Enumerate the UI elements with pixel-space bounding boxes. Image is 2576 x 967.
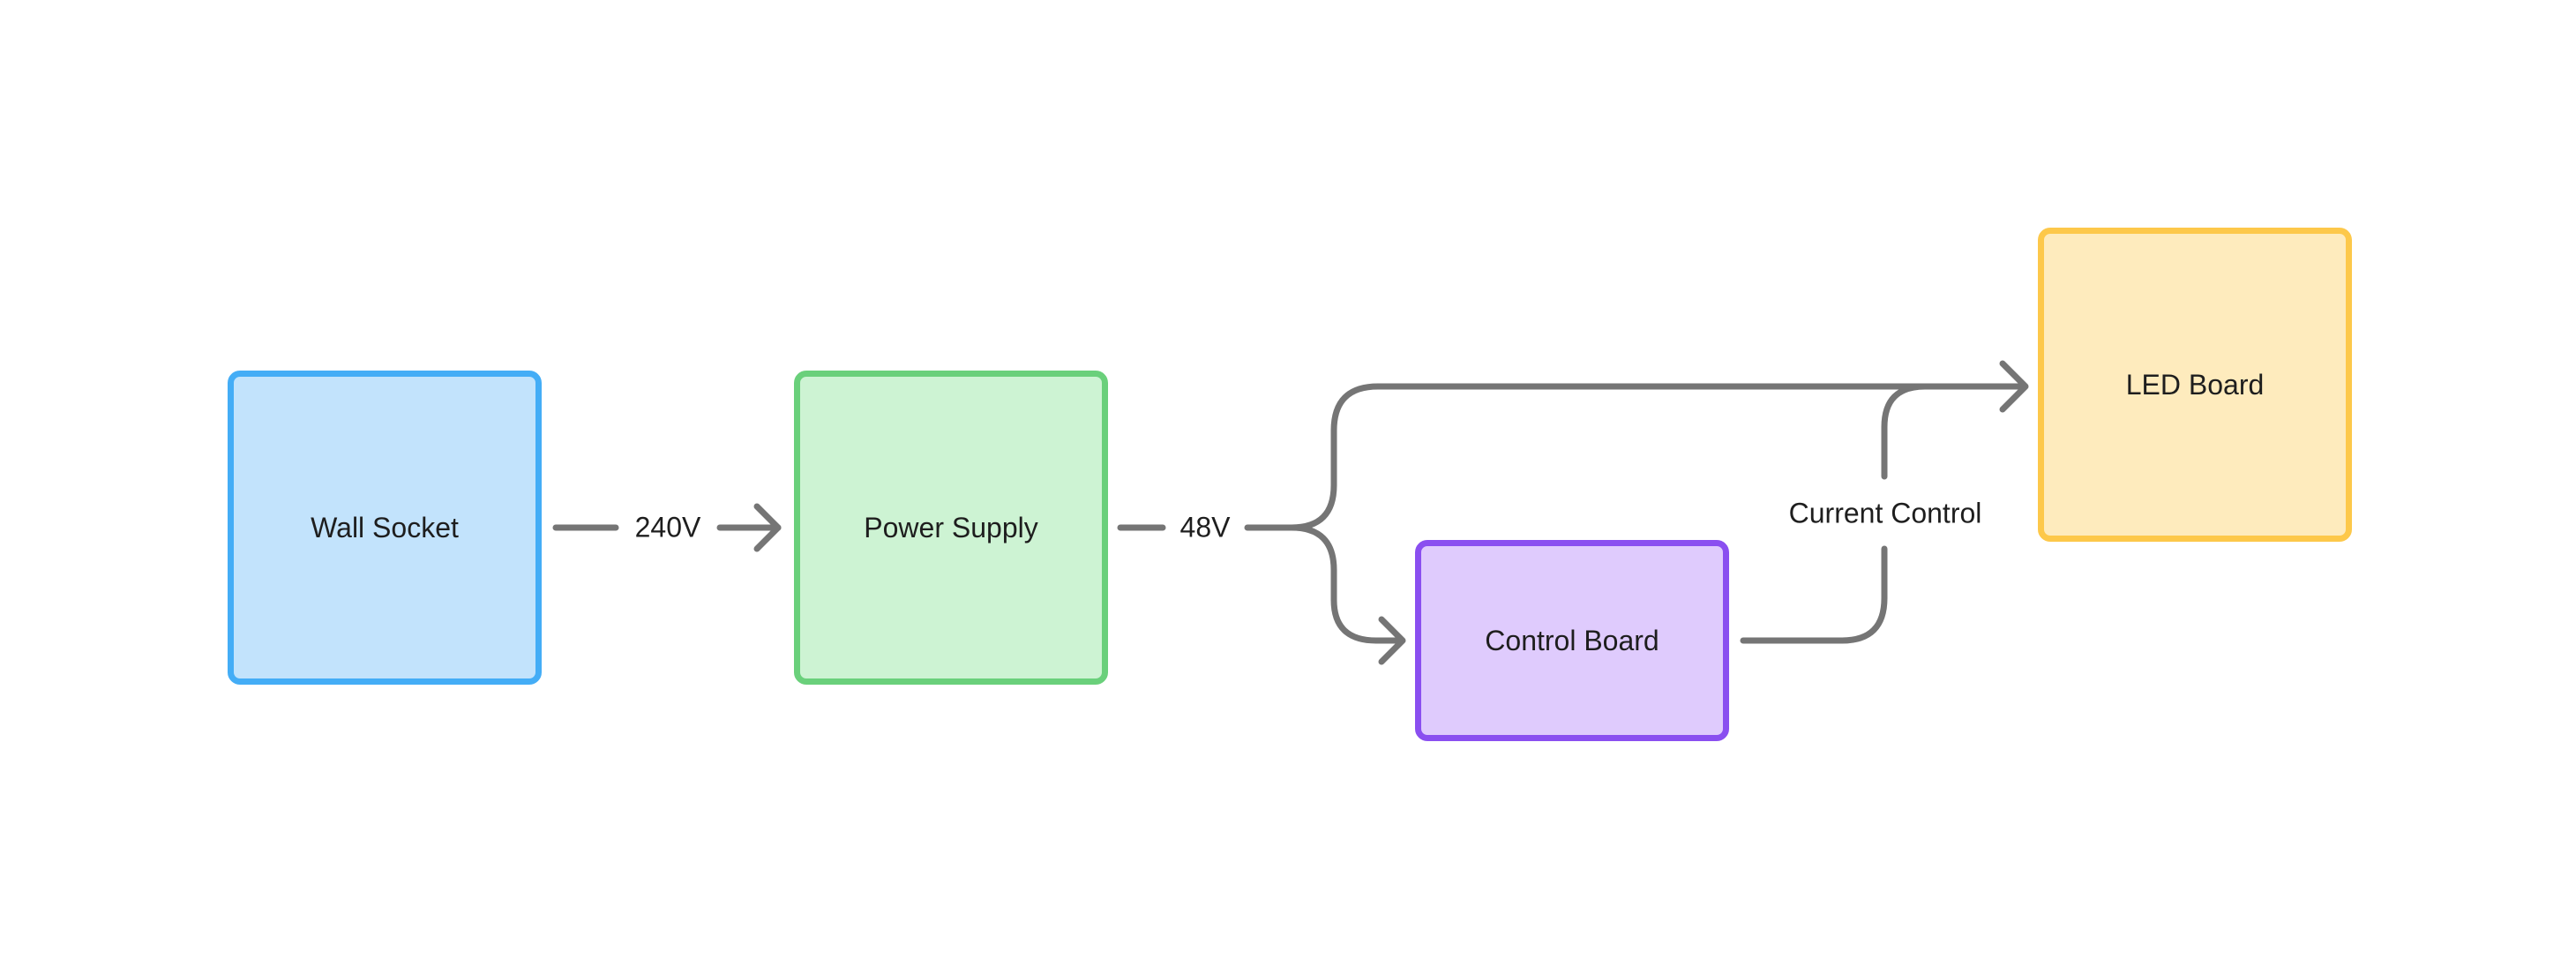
connector-branch-to-led [1288,383,2027,531]
power-supply-label: Power Supply [864,511,1038,543]
control-board-node: Control Board [1415,540,1729,741]
led-board-label: LED Board [2125,368,2265,401]
arrowhead-control-board [1378,616,1406,665]
edge-label-240v: 240V [629,511,707,544]
led-board-node: LED Board [2038,228,2352,542]
connector-control-to-led-upper [1881,383,2027,480]
edge-label-current-control: Current Control [1783,497,1988,530]
wall-socket-label: Wall Socket [311,511,459,543]
control-board-label: Control Board [1485,624,1659,656]
arrowhead-led-board [1999,360,2029,413]
power-supply-node: Power Supply [794,371,1108,685]
edge-label-48v: 48V [1174,511,1236,544]
wall-socket-node: Wall Socket [228,371,542,685]
arrowhead-power-supply [753,503,782,552]
connector-branch-to-control [1288,524,1404,644]
connector-control-to-led-lower [1740,545,1888,644]
